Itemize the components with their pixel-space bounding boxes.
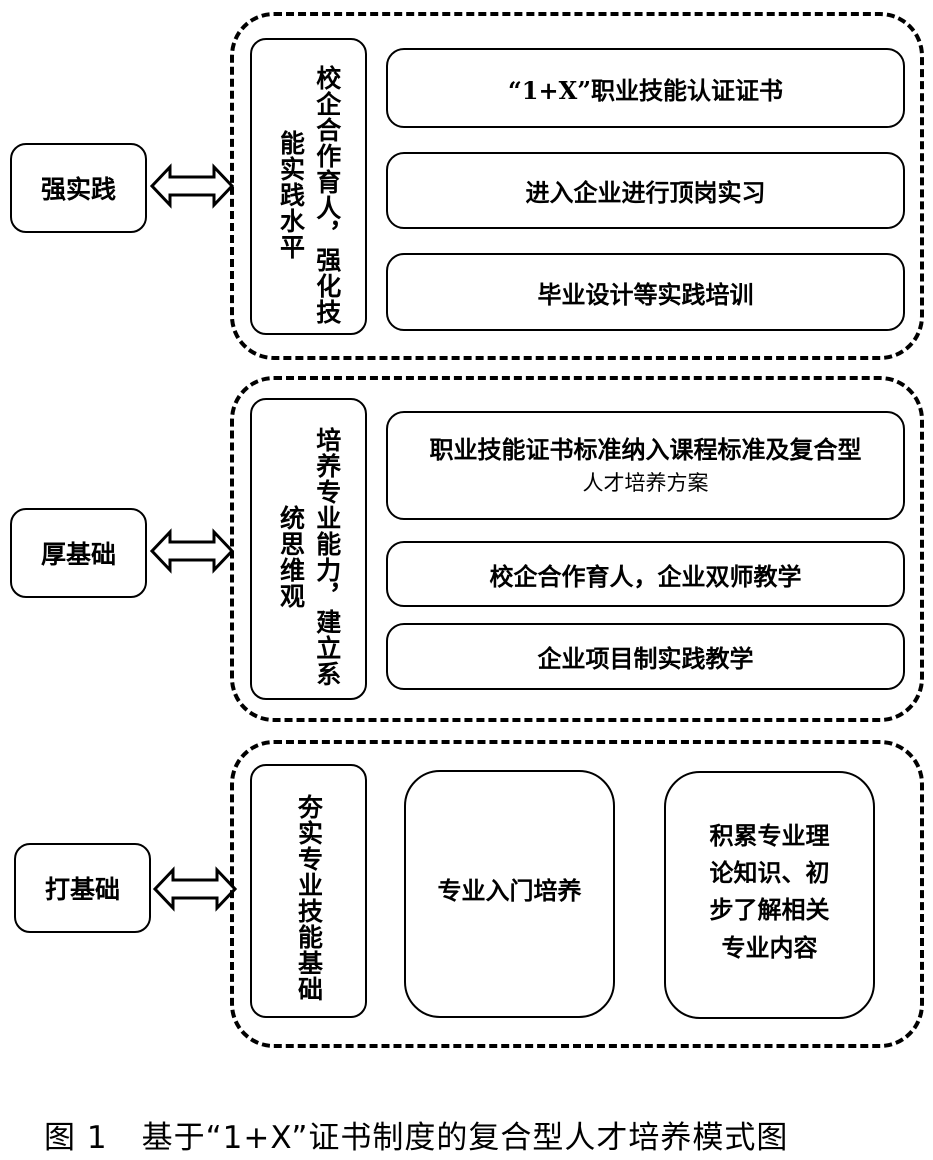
item-text: 专业入门培养 bbox=[437, 876, 582, 906]
item-text: “1+X”职业技能认证证书 bbox=[507, 75, 784, 105]
stage-goal-vertical-box: 培养专业能力，建立系统思维观 bbox=[250, 398, 367, 700]
stage-label-strong-practice: 强实践 bbox=[10, 143, 147, 233]
basic-item-intro-training: 专业入门培养 bbox=[404, 770, 615, 1018]
item-text-line: 步了解相关 bbox=[709, 895, 830, 925]
practice-item-internship: 进入企业进行顶岗实习 bbox=[386, 152, 905, 229]
item-text-line2: 人才培养方案 bbox=[582, 470, 709, 495]
stage-goal-text: 夯实专业技能基础 bbox=[294, 794, 324, 1002]
foundation-item-project-teaching: 企业项目制实践教学 bbox=[386, 623, 905, 690]
figure-title: 基于“1+X”证书制度的复合型人才培养模式图 bbox=[141, 1119, 789, 1156]
figure-caption: 图 1 基于“1+X”证书制度的复合型人才培养模式图 bbox=[44, 1112, 904, 1156]
stage-group-solid-foundation bbox=[230, 376, 924, 722]
item-text: 进入企业进行顶岗实习 bbox=[525, 178, 766, 207]
stage-goal-vertical-box: 校企合作育人，强化技能实践水平 bbox=[250, 38, 367, 335]
practice-item-graduation-design: 毕业设计等实践培训 bbox=[386, 253, 905, 331]
stage-goal-vertical-box: 夯实专业技能基础 bbox=[250, 764, 367, 1018]
item-text: 企业项目制实践教学 bbox=[537, 644, 754, 673]
basic-item-theory-knowledge: 积累专业理 论知识、初 步了解相关 专业内容 bbox=[664, 771, 875, 1019]
stage-group-build-foundation bbox=[230, 740, 924, 1048]
stage-group-strong-practice bbox=[230, 12, 924, 360]
stage-label-text: 厚基础 bbox=[40, 540, 116, 569]
stage-goal-text: 校企合作育人，强化技能实践水平 bbox=[276, 64, 342, 325]
foundation-item-curriculum-standard: 职业技能证书标准纳入课程标准及复合型 人才培养方案 bbox=[386, 411, 905, 520]
item-text-line1: 职业技能证书标准纳入课程标准及复合型 bbox=[429, 434, 862, 464]
item-text-line: 论知识、初 bbox=[709, 858, 830, 888]
practice-item-certificate: “1+X”职业技能认证证书 bbox=[386, 48, 905, 128]
item-text: 校企合作育人，企业双师教学 bbox=[489, 561, 802, 591]
stage-goal-text: 培养专业能力，建立系统思维观 bbox=[276, 427, 342, 687]
stage-label-solid-foundation: 厚基础 bbox=[10, 508, 147, 598]
item-text-line: 专业内容 bbox=[721, 932, 818, 962]
item-text-line: 积累专业理 bbox=[709, 821, 830, 850]
double-arrow-icon bbox=[150, 528, 234, 574]
double-arrow-icon bbox=[153, 866, 237, 912]
stage-label-build-foundation: 打基础 bbox=[14, 843, 151, 933]
figure-number: 图 1 bbox=[44, 1119, 108, 1156]
foundation-item-dual-teachers: 校企合作育人，企业双师教学 bbox=[386, 541, 905, 607]
double-arrow-icon bbox=[150, 163, 234, 209]
item-text: 毕业设计等实践培训 bbox=[537, 279, 754, 309]
stage-label-text: 打基础 bbox=[44, 875, 120, 904]
stage-label-text: 强实践 bbox=[40, 175, 116, 204]
